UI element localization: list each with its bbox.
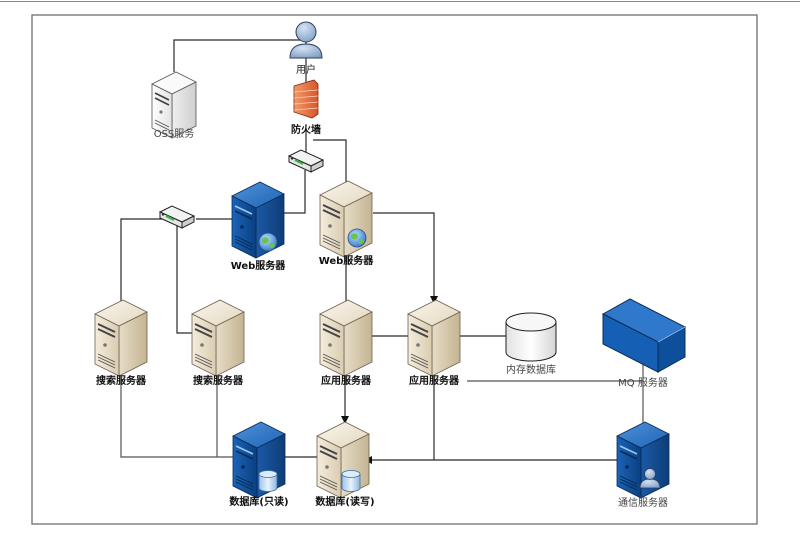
server-icon: [191, 299, 245, 377]
node-memdb[interactable]: 内存数据库: [505, 312, 557, 376]
edge-search1-dbro: [120, 370, 233, 458]
node-db-rw[interactable]: 数据库(读写): [315, 421, 375, 508]
node-label: 数据库(只读): [229, 495, 288, 508]
globe-icon: [347, 228, 367, 248]
node-comm[interactable]: 通信服务器: [616, 421, 670, 509]
arrow-head: [341, 416, 349, 424]
database-icon: [505, 312, 557, 362]
node-label: 数据库(读写): [315, 495, 374, 508]
edge-switchleft-search1: [120, 218, 162, 305]
globe-icon: [258, 232, 278, 252]
web-server-icon: [231, 181, 285, 259]
edge-oss-user: [173, 39, 306, 72]
edge-switchleft-search2: [176, 221, 192, 334]
node-search2[interactable]: 搜索服务器: [191, 299, 245, 387]
top-border-line: [0, 1, 800, 2]
edge-web2-app2: [373, 212, 435, 298]
node-label: 防火墙: [291, 123, 321, 136]
node-label: MQ 服务器: [618, 376, 668, 389]
server-icon: [407, 299, 461, 377]
node-oss[interactable]: OSS服务: [151, 71, 197, 140]
node-label: 应用服务器: [409, 374, 460, 387]
node-web1[interactable]: Web服务器: [231, 181, 287, 272]
user-icon: [639, 468, 661, 489]
arrow-head: [430, 296, 438, 304]
node-label: 内存数据库: [506, 363, 556, 376]
mq-box-icon: [601, 298, 687, 373]
node-mq[interactable]: MQ 服务器: [601, 298, 687, 389]
server-icon: [94, 299, 148, 377]
node-firewall[interactable]: 防火墙: [291, 79, 321, 136]
edge-switch-web1: [280, 170, 306, 214]
node-web2[interactable]: Web服务器: [319, 180, 375, 267]
server-icon: [319, 299, 373, 377]
user-icon: [289, 21, 323, 59]
node-label: 应用服务器: [321, 374, 372, 387]
node-label: Web服务器: [231, 259, 287, 272]
cylinder-icon: [258, 470, 278, 492]
cylinder-icon: [341, 470, 361, 492]
node-app2[interactable]: 应用服务器: [407, 299, 461, 387]
node-label: 通信服务器: [618, 496, 668, 509]
node-label: 搜索服务器: [193, 374, 244, 387]
edge-firewall-app1: [313, 139, 347, 330]
node-label: Web服务器: [319, 254, 375, 267]
node-label: 搜索服务器: [96, 374, 147, 387]
node-db-ro[interactable]: 数据库(只读): [229, 421, 289, 508]
node-user[interactable]: 用户: [289, 21, 323, 76]
node-label: 用户: [296, 63, 316, 76]
node-label: OSS服务: [154, 127, 195, 140]
node-search1[interactable]: 搜索服务器: [94, 299, 148, 387]
node-app1[interactable]: 应用服务器: [319, 299, 373, 387]
firewall-icon: [293, 79, 319, 119]
web-server-icon: [319, 180, 373, 258]
